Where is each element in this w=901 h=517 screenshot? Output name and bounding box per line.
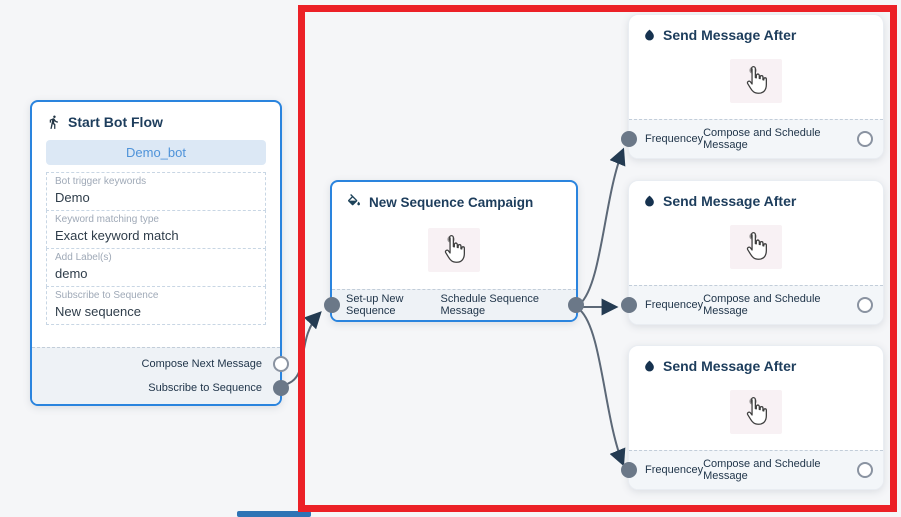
field-value: demo bbox=[55, 266, 88, 281]
campaign-node-footer: Set-up New Sequence Schedule Sequence Me… bbox=[324, 289, 584, 320]
configure-click-area[interactable] bbox=[730, 58, 782, 103]
field-bot-trigger-keywords: Bot trigger keywords Demo bbox=[46, 172, 266, 211]
campaign-node-body bbox=[332, 218, 576, 282]
start-node-header: Start Bot Flow bbox=[32, 102, 280, 138]
water-drop-icon bbox=[643, 358, 656, 374]
node-send-message-after-3[interactable]: Send Message After Frequencey Compose an… bbox=[621, 345, 884, 490]
campaign-node-header: New Sequence Campaign bbox=[332, 182, 576, 218]
hand-cursor-icon bbox=[440, 234, 468, 266]
port-compose-and-schedule-message[interactable] bbox=[857, 462, 873, 478]
send-node-title: Send Message After bbox=[663, 27, 797, 43]
output-compose-next-message: Compose Next Message bbox=[32, 352, 289, 376]
send-input-label: Frequencey bbox=[645, 133, 704, 145]
water-drop-icon bbox=[643, 27, 656, 43]
send-node-footer: Frequencey Compose and Schedule Message bbox=[621, 450, 883, 489]
hand-cursor-icon bbox=[742, 65, 770, 97]
field-subscribe-to-sequence: Subscribe to Sequence New sequence bbox=[46, 286, 266, 325]
port-frequencey[interactable] bbox=[621, 131, 637, 147]
send-node-body bbox=[629, 51, 883, 110]
port-label: Subscribe to Sequence bbox=[148, 382, 262, 394]
send-node-header: Send Message After bbox=[629, 15, 883, 51]
campaign-node-title: New Sequence Campaign bbox=[369, 194, 534, 210]
port-frequencey[interactable] bbox=[621, 297, 637, 313]
port-label: Compose Next Message bbox=[141, 358, 262, 370]
canvas-horizontal-scrollbar[interactable] bbox=[237, 511, 311, 517]
field-label: Add Label(s) bbox=[55, 252, 112, 263]
port-compose-and-schedule-message[interactable] bbox=[857, 131, 873, 147]
send-node-body bbox=[629, 382, 883, 441]
campaign-output-label: Schedule Sequence Message bbox=[440, 293, 539, 317]
configure-click-area[interactable] bbox=[428, 228, 480, 272]
send-input-label: Frequencey bbox=[645, 464, 704, 476]
send-node-header: Send Message After bbox=[629, 181, 883, 217]
send-node-footer: Frequencey Compose and Schedule Message bbox=[621, 119, 883, 158]
node-send-message-after-2[interactable]: Send Message After Frequencey Compose an… bbox=[621, 180, 884, 325]
edge-campaign-to-send-3 bbox=[579, 309, 626, 467]
field-keyword-matching-type: Keyword matching type Exact keyword matc… bbox=[46, 210, 266, 249]
field-label: Bot trigger keywords bbox=[55, 176, 147, 187]
node-new-sequence-campaign[interactable]: New Sequence Campaign Set-up New Sequenc… bbox=[324, 180, 584, 322]
campaign-input-label: Set-up New Sequence bbox=[346, 293, 404, 317]
field-label: Keyword matching type bbox=[55, 214, 159, 225]
field-label: Subscribe to Sequence bbox=[55, 290, 159, 301]
field-value: Exact keyword match bbox=[55, 228, 179, 243]
send-output-label: Compose and Schedule Message bbox=[703, 293, 821, 317]
paint-bucket-icon bbox=[346, 194, 362, 210]
edge-campaign-to-send-1 bbox=[579, 147, 626, 305]
field-value: New sequence bbox=[55, 304, 141, 319]
edge-start-to-campaign bbox=[283, 311, 322, 386]
node-send-message-after-1[interactable]: Send Message After Frequencey Compose an… bbox=[621, 14, 884, 159]
configure-click-area[interactable] bbox=[730, 389, 782, 434]
send-input-label: Frequencey bbox=[645, 299, 704, 311]
walking-person-icon bbox=[46, 114, 61, 130]
port-frequencey[interactable] bbox=[621, 462, 637, 478]
send-output-label: Compose and Schedule Message bbox=[703, 127, 821, 151]
configure-click-area[interactable] bbox=[730, 224, 782, 269]
port-set-up-new-sequence[interactable] bbox=[324, 297, 340, 313]
start-node-fields: Bot trigger keywords Demo Keyword matchi… bbox=[46, 172, 266, 325]
send-output-label: Compose and Schedule Message bbox=[703, 458, 821, 482]
send-node-body bbox=[629, 217, 883, 276]
start-node-title: Start Bot Flow bbox=[68, 114, 163, 130]
node-start-bot-flow[interactable]: Start Bot Flow Demo_bot Bot trigger keyw… bbox=[30, 100, 289, 406]
port-subscribe-to-sequence[interactable] bbox=[273, 380, 289, 396]
port-compose-next-message[interactable] bbox=[273, 356, 289, 372]
send-node-footer: Frequencey Compose and Schedule Message bbox=[621, 285, 883, 324]
send-node-title: Send Message After bbox=[663, 193, 797, 209]
port-compose-and-schedule-message[interactable] bbox=[857, 297, 873, 313]
output-subscribe-to-sequence: Subscribe to Sequence bbox=[32, 376, 289, 400]
hand-cursor-icon bbox=[742, 396, 770, 428]
water-drop-icon bbox=[643, 193, 656, 209]
start-node-footer: Compose Next Message Subscribe to Sequen… bbox=[32, 347, 289, 404]
field-add-labels: Add Label(s) demo bbox=[46, 248, 266, 287]
port-schedule-sequence-message[interactable] bbox=[568, 297, 584, 313]
hand-cursor-icon bbox=[742, 231, 770, 263]
bot-name-chip[interactable]: Demo_bot bbox=[46, 140, 266, 165]
send-node-title: Send Message After bbox=[663, 358, 797, 374]
field-value: Demo bbox=[55, 190, 90, 205]
send-node-header: Send Message After bbox=[629, 346, 883, 382]
